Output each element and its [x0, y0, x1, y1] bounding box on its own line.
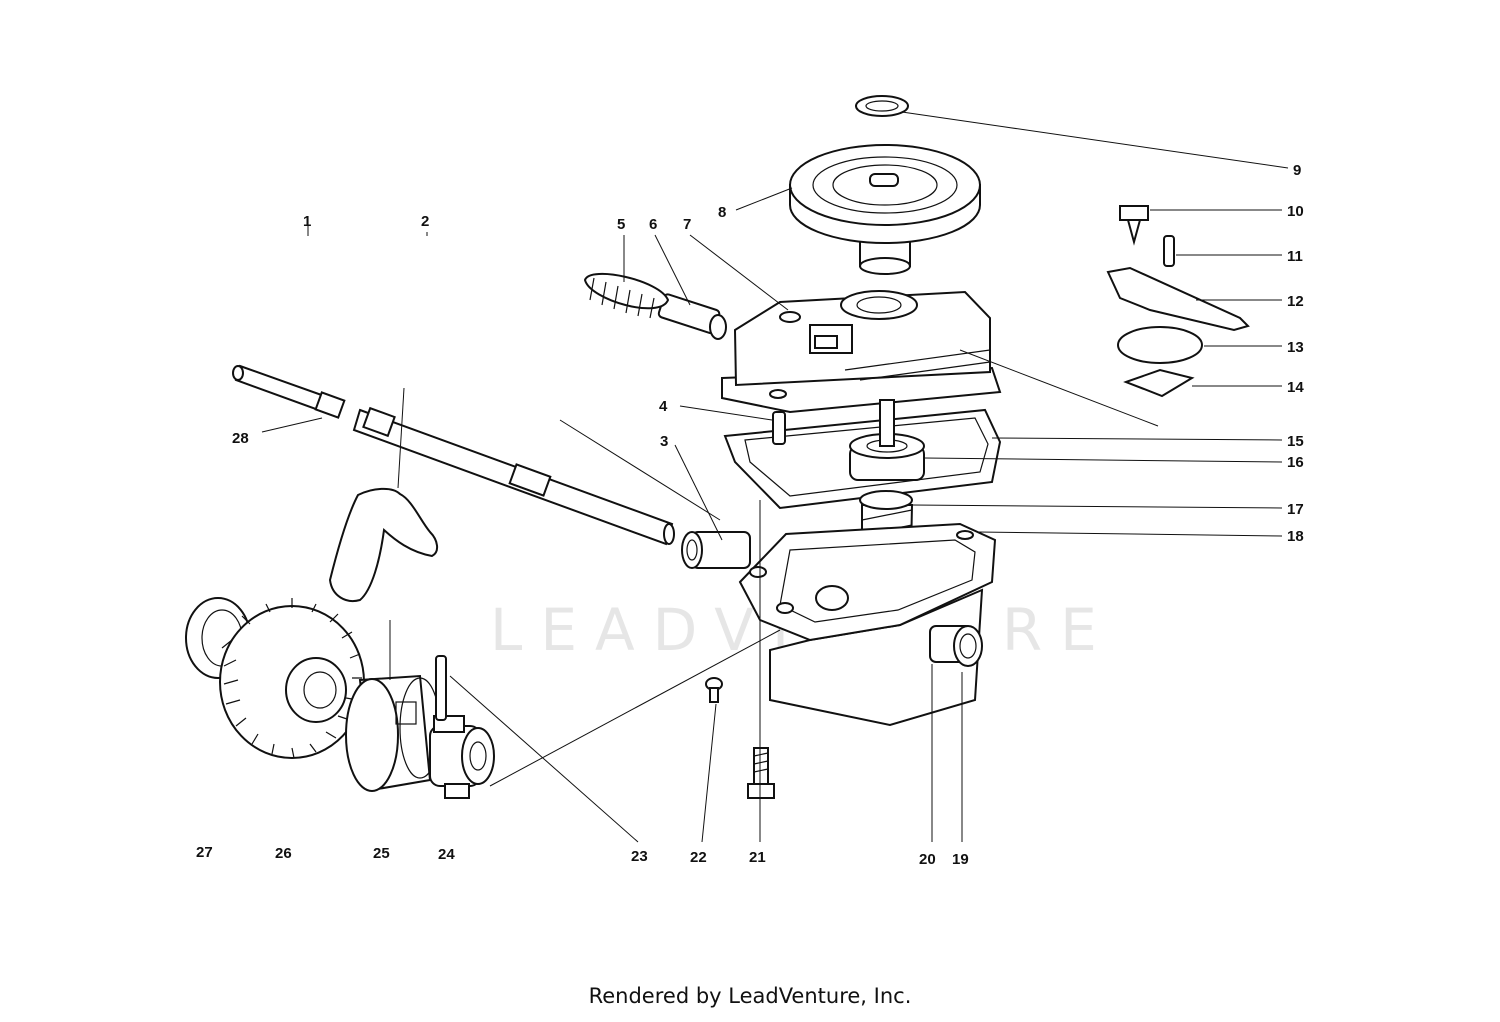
gear-case-drawing	[738, 522, 997, 727]
spring-and-pin-drawing	[583, 272, 727, 340]
part-number-21: 21	[749, 849, 766, 866]
part-number-12: 12	[1287, 293, 1304, 310]
part-number-19: 19	[952, 851, 969, 868]
part-number-15: 15	[1287, 433, 1304, 450]
leader-lines	[261, 111, 1289, 843]
part-number-3: 3	[660, 433, 668, 450]
part-number-18: 18	[1287, 528, 1304, 545]
dowel-pin-drawing	[772, 411, 786, 445]
part-number-22: 22	[690, 849, 707, 866]
shift-fork-drawing	[328, 487, 438, 602]
part-number-2: 2	[421, 213, 429, 230]
footer-credit: Rendered by LeadVenture, Inc.	[588, 984, 912, 1008]
part-number-5: 5	[617, 216, 625, 233]
roll-pin-drawing	[435, 655, 447, 721]
pulley-drawing	[789, 144, 981, 275]
pin-11-drawing	[1163, 235, 1175, 267]
part-number-24: 24	[438, 846, 455, 863]
part-number-23: 23	[631, 848, 648, 865]
part-number-25: 25	[373, 845, 390, 862]
part-number-4: 4	[659, 398, 668, 415]
clutch-drawing	[345, 674, 441, 792]
part-number-9: 9	[1293, 162, 1301, 179]
lever-plate-drawing	[1106, 266, 1250, 332]
seal-drawing	[929, 625, 983, 667]
bearing-drawing	[681, 531, 751, 569]
screw-10-drawing	[1119, 205, 1149, 246]
part-number-labels: 1 2 3 4 5 6 7 8 9 10 11 12 13 14 15 16 1…	[196, 162, 1304, 868]
part-number-26: 26	[275, 845, 292, 862]
part-number-7: 7	[683, 216, 691, 233]
plate-14-drawing	[1123, 368, 1195, 398]
part-number-8: 8	[718, 204, 726, 221]
part-number-20: 20	[919, 851, 936, 868]
snap-ring-drawing	[855, 95, 909, 117]
collar-drawing	[429, 715, 495, 799]
shaft-drawing	[232, 364, 675, 546]
part-number-11: 11	[1287, 248, 1303, 265]
top-cover-drawing	[721, 290, 1002, 414]
part-number-1: 1	[303, 213, 311, 230]
gear-drawing	[219, 598, 365, 759]
part-number-28: 28	[232, 430, 249, 447]
part-number-16: 16	[1287, 454, 1304, 471]
small-screw-drawing	[705, 677, 723, 703]
part-number-17: 17	[1287, 501, 1304, 518]
disc-13-drawing	[1117, 326, 1203, 364]
part-number-14: 14	[1287, 379, 1304, 396]
upper-bearing-drawing	[849, 399, 925, 481]
part-number-6: 6	[649, 216, 657, 233]
part-number-10: 10	[1287, 203, 1304, 220]
part-number-27: 27	[196, 844, 213, 861]
part-number-13: 13	[1287, 339, 1304, 356]
bolt-drawing	[747, 747, 775, 799]
